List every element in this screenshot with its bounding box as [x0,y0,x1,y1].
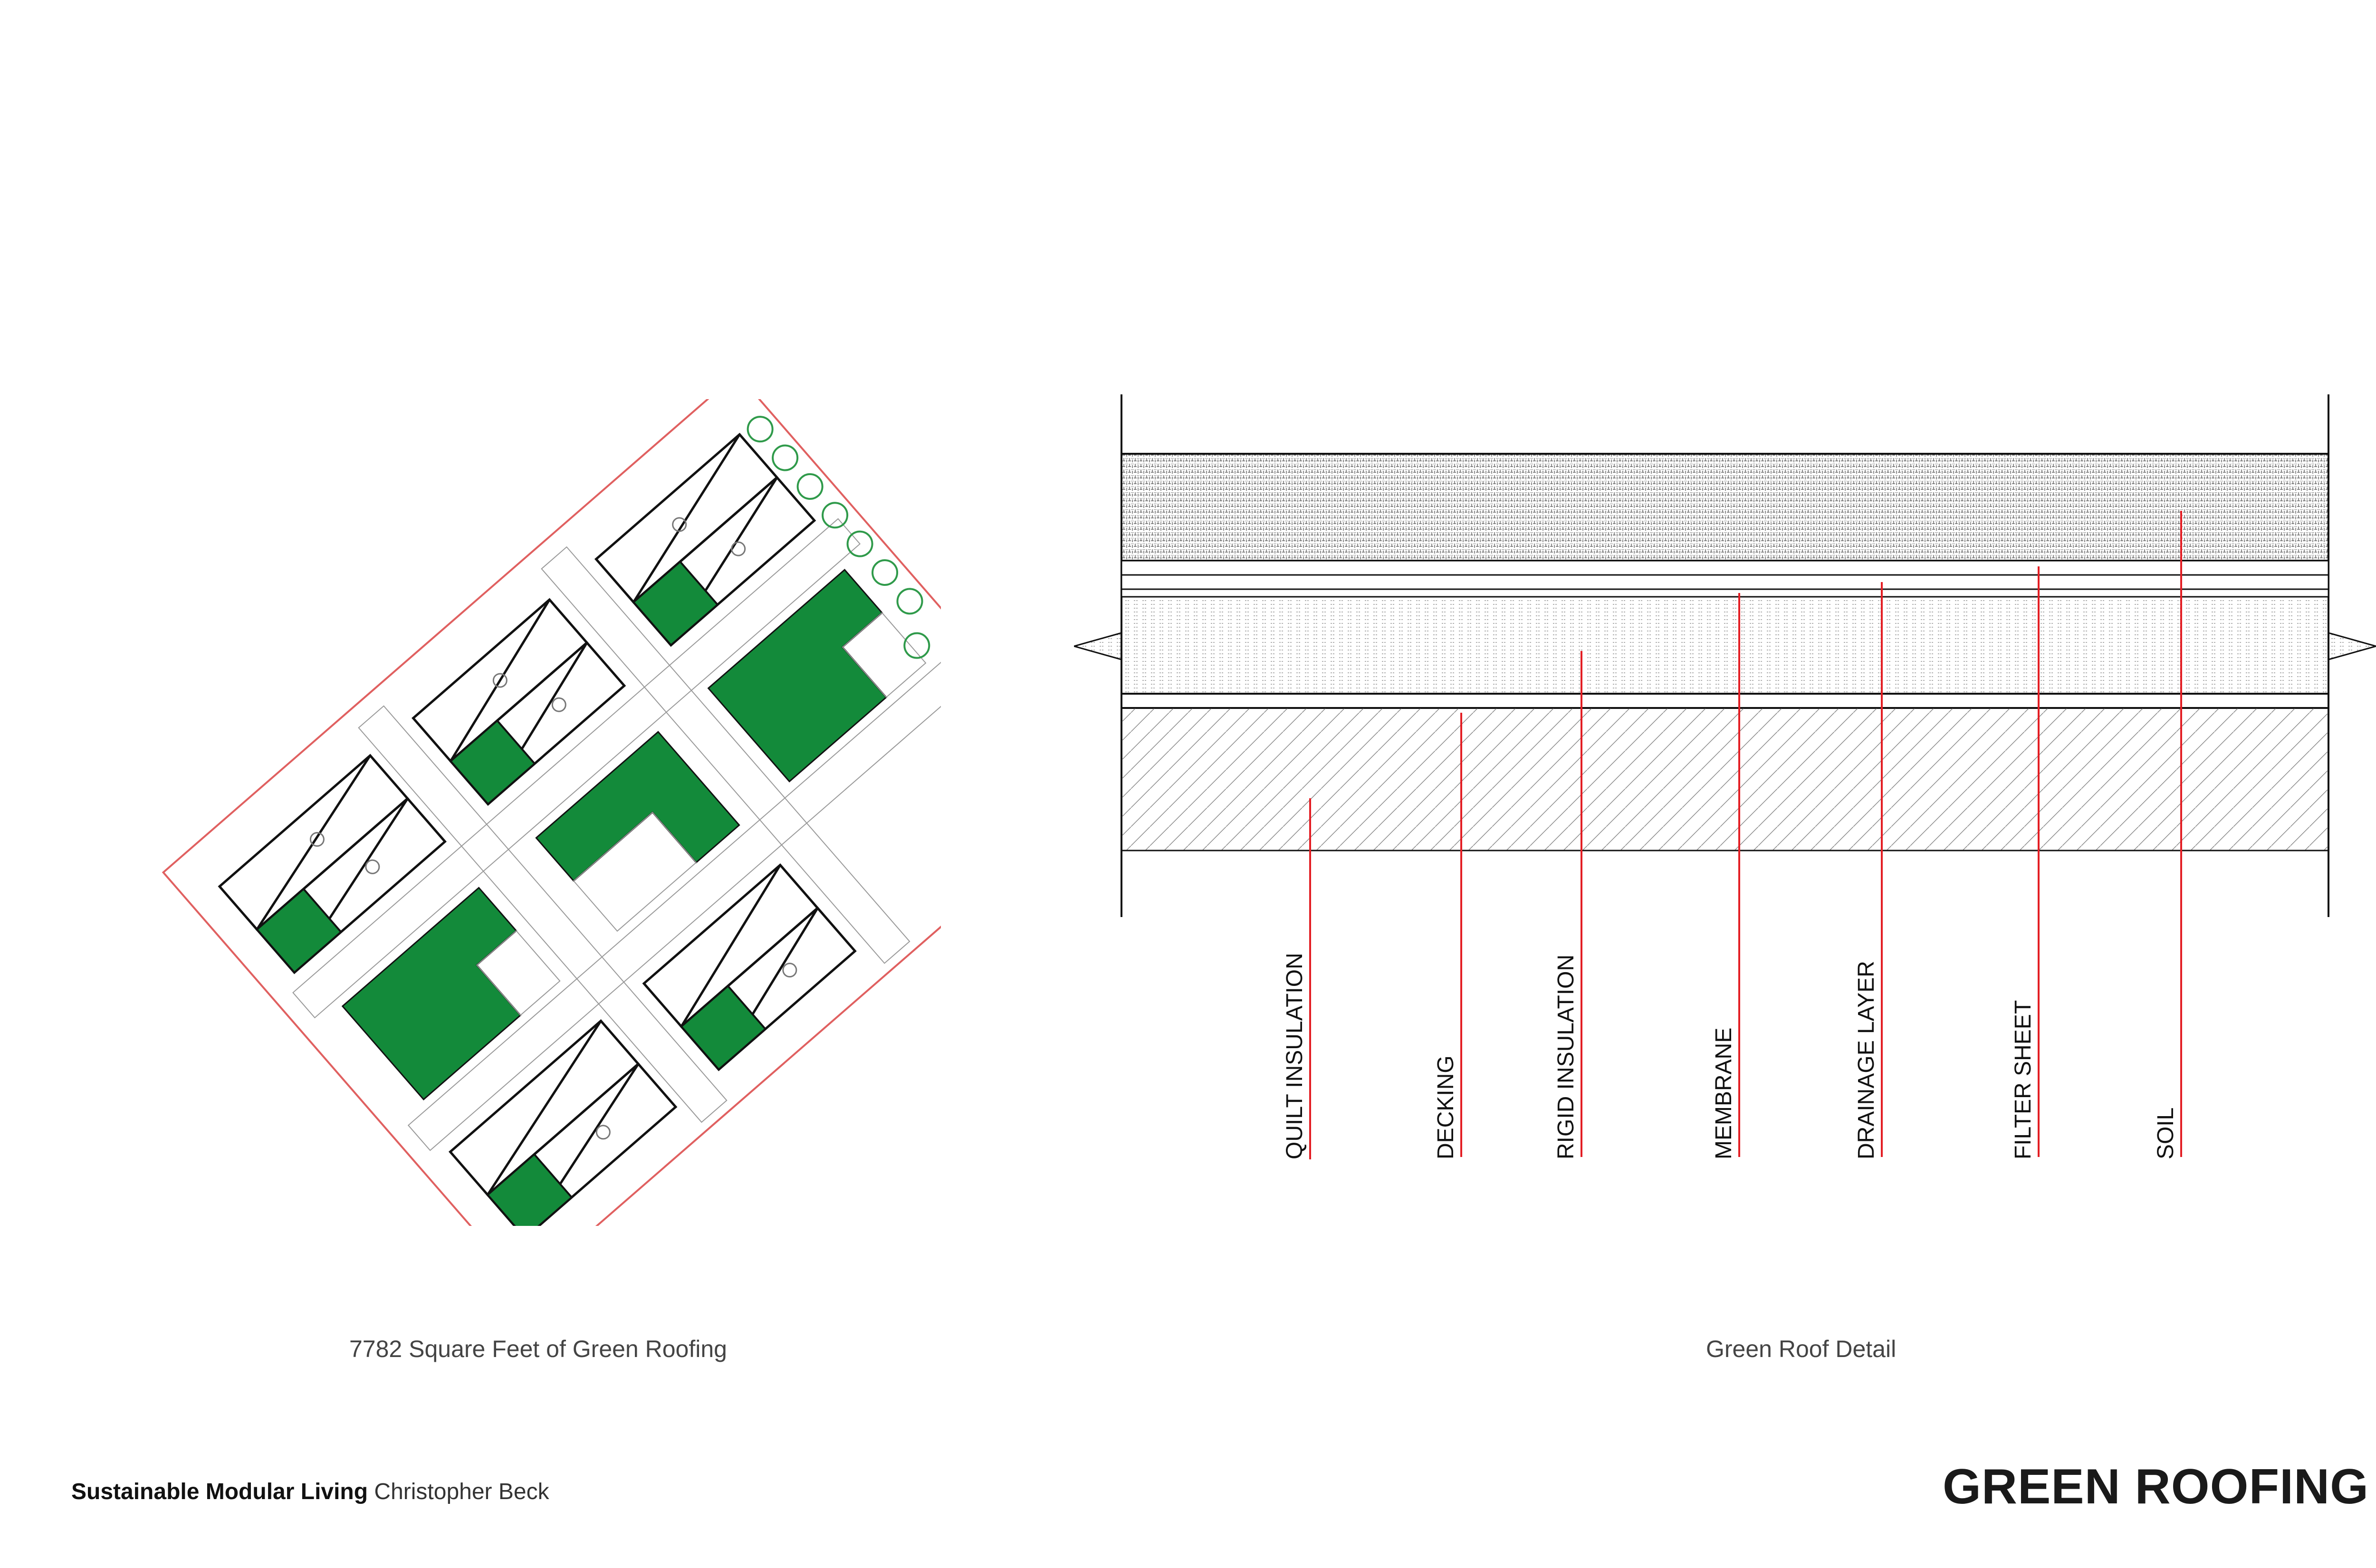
courtyards [476,612,927,1016]
trees [747,416,930,659]
label-decking: DECKING [1433,1055,1458,1159]
footer-credit: Sustainable Modular Living Christopher B… [71,1479,549,1505]
soil-layer [1121,453,2329,562]
label-quilt-insulation: QUILT INSULATION [1282,953,1307,1159]
label-drainage-layer: DRAINAGE LAYER [1854,961,1879,1159]
label-filter-sheet: FILTER SHEET [2011,1000,2036,1159]
label-soil: SOIL [2153,1108,2178,1159]
small-green-roofs [255,560,767,1226]
filter-sheet-layer [1121,560,2329,576]
site-boundary [162,399,941,1226]
large-green-roofs [341,569,888,1100]
label-membrane: MEMBRANE [1711,1028,1736,1159]
site-plan-group [162,399,941,1226]
walkways [292,518,941,1151]
drainage-layer [1121,574,2329,590]
detail-caption: Green Roof Detail [1706,1336,1897,1362]
author-name: Christopher Beck [374,1479,549,1504]
green-roof-detail-drawing: QUILT INSULATION DECKING RIGID INSULATIO… [1074,394,2376,1159]
leader-lines [1309,511,2182,1159]
decking-layer [1121,693,2329,709]
label-rigid-insulation: RIGID INSULATION [1553,955,1579,1159]
project-name: Sustainable Modular Living [71,1479,368,1504]
membrane-layer [1121,588,2329,598]
site-plan-caption: 7782 Square Feet of Green Roofing [349,1336,727,1362]
site-plan-drawing [162,399,941,1226]
quilt-insulation-layer [1121,707,2329,851]
sheet-title: GREEN ROOFING [1942,1459,2369,1514]
patio-furniture [309,517,797,1140]
